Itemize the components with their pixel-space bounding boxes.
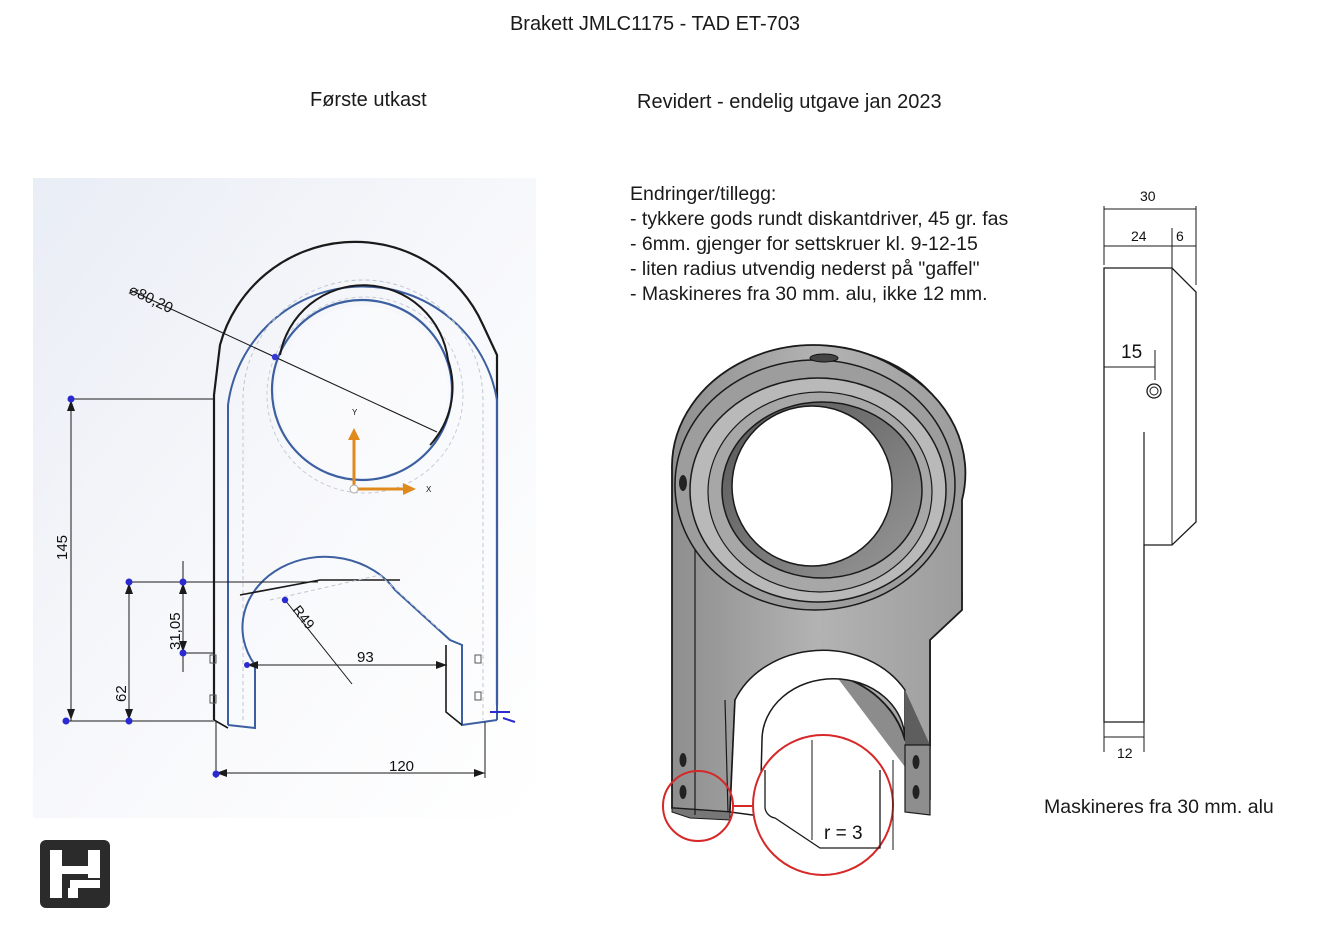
inner-width-label: 93 [357, 649, 374, 666]
dimension-120: 120 [212, 722, 486, 778]
detail-view: r = 3 [752, 734, 894, 876]
fork-foot-right [904, 744, 931, 816]
hole-height-label: 15 [1121, 342, 1142, 363]
company-logo [40, 840, 110, 908]
gap-height-label: 31,05 [167, 612, 184, 650]
dimension-31-05: 31,05 [167, 561, 214, 672]
sketch-viewport [33, 178, 536, 818]
construction-line [269, 574, 441, 631]
set-screw-hole-top [809, 353, 839, 363]
fork-opening [729, 649, 906, 817]
fork-inner-shadow [905, 690, 930, 745]
dimension-145: 145 [54, 395, 214, 725]
revised-heading: Revidert - endelig utgave jan 2023 [637, 91, 942, 113]
chamfer-width-label: 6 [1176, 228, 1184, 244]
construction-circle [266, 296, 464, 494]
changes-list: Endringer/tillegg: - tykkere gods rundt … [630, 182, 1008, 307]
drawing-title: Brakett JMLC1175 - TAD ET-703 [509, 13, 801, 35]
bore-circle-back [279, 284, 454, 446]
body-width-label: 24 [1131, 228, 1147, 244]
mount-hole [679, 785, 687, 799]
origin-axes: Y X [348, 408, 432, 495]
change-item: - Maskineres fra 30 mm. alu, ikke 12 mm. [630, 283, 988, 305]
bore-through [731, 405, 893, 567]
side-view: 30 24 6 15 12 [1103, 188, 1197, 761]
detail-outline [764, 770, 881, 849]
height-label: 145 [54, 535, 71, 560]
changes-heading: Endringer/tillegg: [630, 183, 777, 205]
side-profile [1103, 267, 1197, 723]
part-back-outline [212, 240, 499, 720]
detail-radius-label: r = 3 [824, 823, 863, 844]
mount-hole [912, 755, 920, 769]
side-view-caption: Maskineres fra 30 mm. alu [1044, 796, 1274, 818]
dimension-93: 93 [244, 649, 447, 669]
change-item: - liten radius utvendig nederst på "gaff… [630, 258, 980, 280]
axis-x-label: X [426, 485, 432, 494]
diameter-leader [129, 289, 438, 433]
mount-hole [912, 785, 920, 799]
bottom-width-label: 12 [1117, 745, 1133, 761]
set-screw-thread [1149, 386, 1159, 396]
revised-part-render [671, 344, 967, 821]
cad-sketch: Y X ⌀80,20 145 62 [33, 178, 536, 818]
hole-marks [209, 654, 482, 704]
part-bottom [671, 807, 731, 821]
dimension-point [271, 353, 279, 361]
outer-width-label: 120 [389, 758, 414, 775]
highlight-circle-large [752, 734, 894, 876]
fork-edges [213, 579, 463, 729]
set-screw-hole [1146, 383, 1162, 399]
axis-y-label: Y [352, 408, 358, 417]
sketch-relation-icon [490, 711, 516, 723]
first-draft-heading: Første utkast [310, 89, 427, 111]
bore-face [276, 306, 448, 478]
part-edge [724, 699, 729, 813]
change-item: - 6mm. gjenger for settskruer kl. 9-12-1… [630, 233, 978, 255]
set-screw-hole-left [679, 475, 687, 491]
dimension-62: 62 [113, 578, 318, 725]
leg-height-label: 62 [113, 685, 130, 702]
change-item: - tykkere gods rundt diskantdriver, 45 g… [630, 208, 1009, 230]
total-width-label: 30 [1140, 188, 1156, 204]
part-front-outline [227, 285, 498, 725]
construction-line [242, 279, 484, 720]
mount-hole [679, 753, 687, 767]
